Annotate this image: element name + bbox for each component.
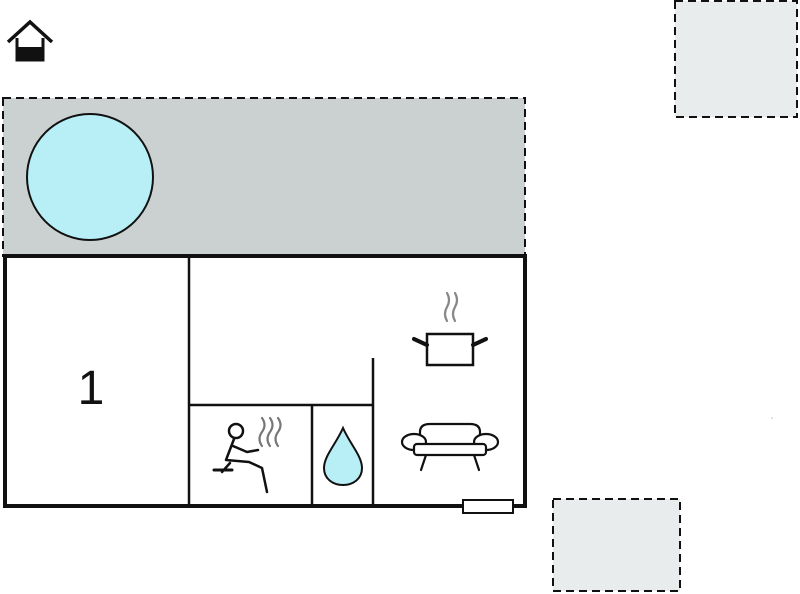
cooking-pot-icon [412,291,488,367]
outdoor-area-bottom-right [552,498,681,592]
water-drop-icon [322,425,364,487]
hot-tub-icon [26,113,154,241]
sauna-icon [212,416,282,494]
building-outline [3,254,527,508]
house-entrance-icon [6,19,54,62]
outdoor-area-top-right [674,0,798,118]
sofa-icon [400,422,500,472]
plan-speck [771,417,773,419]
bedroom-number: 1 [78,362,105,415]
window-marker [462,499,514,514]
interior-walls [187,256,375,506]
